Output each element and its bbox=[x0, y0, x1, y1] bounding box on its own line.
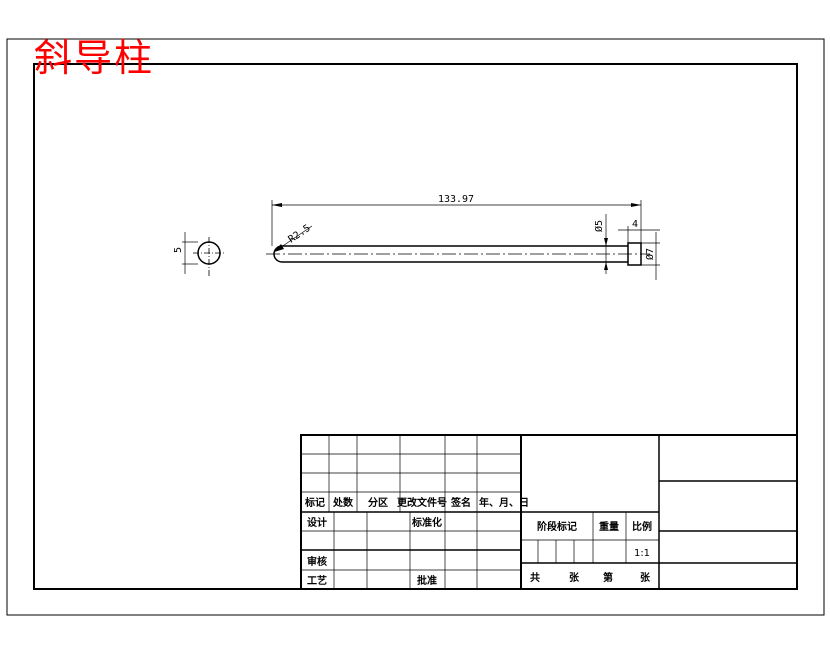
label-total: 共 bbox=[530, 571, 540, 584]
drawing-frame bbox=[33, 63, 798, 590]
label-process: 工艺 bbox=[307, 574, 327, 587]
end-radius-label: R2.5 bbox=[287, 223, 313, 246]
section-diameter-label: 5 bbox=[173, 247, 184, 253]
label-sheets-2: 张 bbox=[640, 571, 651, 584]
title-block bbox=[300, 434, 798, 590]
label-weight: 重量 bbox=[599, 520, 619, 533]
overall-length-label: 133.97 bbox=[438, 194, 474, 205]
header-date: 年、月、日 bbox=[479, 496, 529, 509]
header-change-doc: 更改文件号 bbox=[397, 496, 447, 509]
pillar-head bbox=[627, 242, 642, 266]
header-signature: 签名 bbox=[450, 496, 471, 509]
header-zone: 分区 bbox=[368, 496, 388, 509]
label-standard: 标准化 bbox=[411, 516, 442, 529]
section-view: 5 bbox=[173, 232, 226, 276]
shaft-diameter-label: Ø5 bbox=[593, 220, 605, 232]
scale-value: 1:1 bbox=[634, 548, 650, 559]
label-review: 审核 bbox=[307, 555, 327, 568]
head-diameter-label: Ø7 bbox=[644, 248, 656, 260]
head-length-label: 4 bbox=[632, 219, 638, 230]
part-name-title: 斜导柱 bbox=[34, 36, 155, 80]
label-scale: 比例 bbox=[632, 520, 652, 533]
header-count: 处数 bbox=[332, 496, 354, 509]
outer-border bbox=[6, 38, 825, 616]
label-sheet-no: 第 bbox=[603, 571, 613, 584]
label-design: 设计 bbox=[307, 516, 327, 529]
label-stage-mark: 阶段标记 bbox=[537, 520, 577, 533]
pillar-view: 133.97 R2.5 Ø5 4 Ø7 bbox=[266, 194, 660, 280]
label-sheets: 张 bbox=[569, 571, 580, 584]
header-mark: 标记 bbox=[304, 496, 325, 509]
label-approve: 批准 bbox=[417, 574, 437, 587]
title-block-text: 标记 处数 分区 更改文件号 签名 年、月、日 设计 标准化 审核 工艺 批准 … bbox=[304, 496, 652, 587]
